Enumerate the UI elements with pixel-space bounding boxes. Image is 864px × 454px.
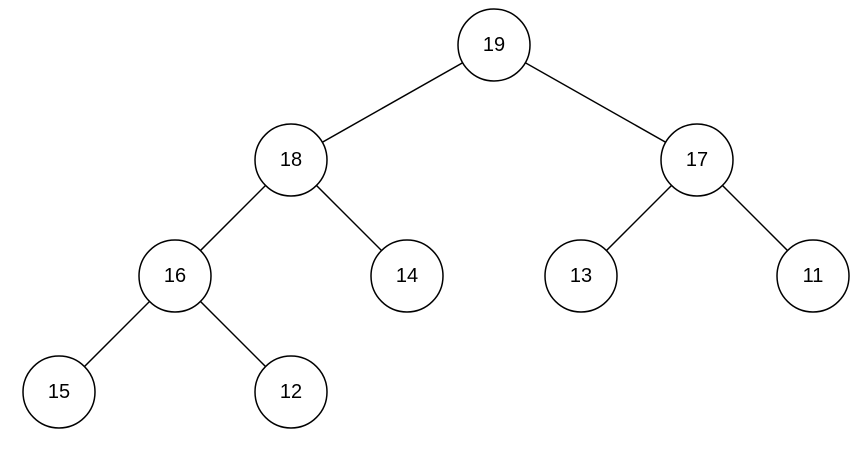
tree-node-11: 11 [776, 239, 850, 313]
tree-node-16: 16 [138, 239, 212, 313]
edges-layer [58, 44, 814, 393]
node-circle [138, 239, 212, 313]
tree-node-14: 14 [370, 239, 444, 313]
node-label: 19 [483, 34, 505, 56]
tree-node-13: 13 [544, 239, 618, 313]
tree-node-18: 18 [254, 123, 328, 197]
tree-node-17: 17 [660, 123, 734, 197]
tree-node-19: 19 [457, 8, 531, 82]
node-label: 11 [803, 265, 824, 287]
node-circle [370, 239, 444, 313]
node-circle [457, 8, 531, 82]
node-label: 13 [570, 265, 592, 287]
node-label: 14 [396, 265, 418, 287]
node-label: 12 [280, 381, 302, 403]
node-label: 16 [164, 265, 186, 287]
node-circle [776, 239, 850, 313]
nodes-layer: 19 18 17 16 14 13 11 15 [22, 8, 850, 429]
node-circle [254, 123, 328, 197]
node-circle [254, 355, 328, 429]
tree-node-12: 12 [254, 355, 328, 429]
tree-node-15: 15 [22, 355, 96, 429]
node-label: 15 [48, 381, 70, 403]
edge-19-17 [493, 44, 698, 161]
node-circle [660, 123, 734, 197]
node-circle [22, 355, 96, 429]
edge-19-18 [290, 44, 495, 161]
node-label: 17 [686, 149, 708, 171]
node-circle [544, 239, 618, 313]
node-label: 18 [280, 149, 302, 171]
